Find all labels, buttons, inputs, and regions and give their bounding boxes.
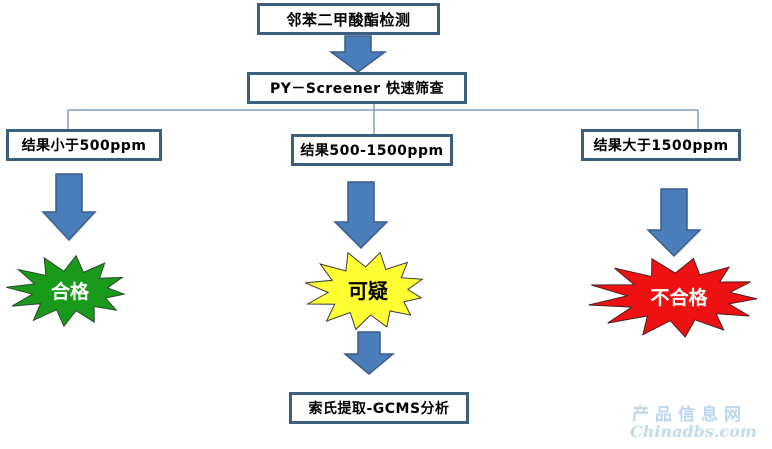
followup-box: 索氏提取-GCMS分析 <box>289 392 469 424</box>
verdict-pass-label: 合格 <box>51 280 90 303</box>
branch-connectors <box>67 103 699 135</box>
condition-low-text: 结果小于500ppm <box>21 138 147 154</box>
arrow-suspect-to-followup <box>342 331 396 375</box>
arrow-mid-to-suspect <box>333 181 389 250</box>
condition-mid-box: 结果500-1500ppm <box>291 134 453 166</box>
burst-pass: 合格 <box>6 254 126 328</box>
burst-pass-shape <box>6 254 126 328</box>
title-text: 邻苯二甲酸酯检测 <box>286 10 411 29</box>
verdict-suspect-label: 可疑 <box>348 279 388 303</box>
burst-fail: 不合格 <box>588 257 758 338</box>
screening-box: PY－Screener 快速筛查 <box>247 72 467 104</box>
watermark-url: Chinadbs.com <box>630 422 757 441</box>
burst-fail-shape <box>588 257 758 338</box>
verdict-fail-label: 不合格 <box>650 286 708 309</box>
condition-high-box: 结果大于1500ppm <box>581 129 741 161</box>
watermark-cn: 产品信息网 <box>632 405 747 425</box>
arrow-high-to-fail <box>646 188 702 258</box>
title-box: 邻苯二甲酸酯检测 <box>257 3 440 35</box>
condition-mid-text: 结果500-1500ppm <box>300 143 444 159</box>
condition-high-text: 结果大于1500ppm <box>593 138 729 154</box>
arrow-low-to-pass <box>41 173 97 242</box>
screening-text: PY－Screener 快速筛查 <box>270 81 444 97</box>
condition-low-box: 结果小于500ppm <box>6 129 162 161</box>
burst-suspect: 可疑 <box>305 251 424 331</box>
arrow-title-to-screening <box>328 35 388 73</box>
followup-text: 索氏提取-GCMS分析 <box>308 401 450 417</box>
burst-suspect-shape <box>305 251 424 331</box>
